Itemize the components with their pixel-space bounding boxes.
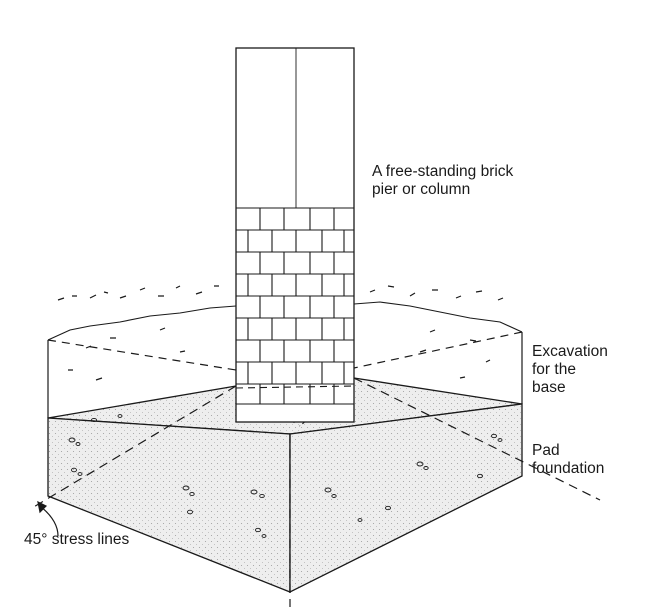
- brick-courses: [236, 207, 354, 405]
- pier-label: A free-standing brick pier or column: [372, 163, 513, 199]
- pad-label-line-1: Pad: [532, 442, 560, 459]
- excavation-outline: [47, 331, 523, 418]
- pad-label: Pad foundation: [532, 442, 604, 478]
- excavation-label-line-1: Excavation: [532, 343, 608, 360]
- excavation-label-line-3: base: [532, 379, 566, 396]
- pad-foundation: [47, 377, 523, 594]
- aggregate-specks: [68, 414, 503, 538]
- ground-surface: [47, 285, 523, 381]
- pier-label-line-2: pier or column: [372, 181, 471, 198]
- stress-leader-arrow: [37, 500, 59, 537]
- brick-pier: [235, 47, 355, 423]
- pad-label-line-2: foundation: [532, 460, 605, 477]
- stress-lines-label: 45° stress lines: [24, 531, 130, 548]
- excavation-label: Excavation for the base: [532, 343, 608, 397]
- excavation-label-line-2: for the: [532, 361, 576, 378]
- pier-label-line-1: A free-standing brick: [372, 163, 514, 180]
